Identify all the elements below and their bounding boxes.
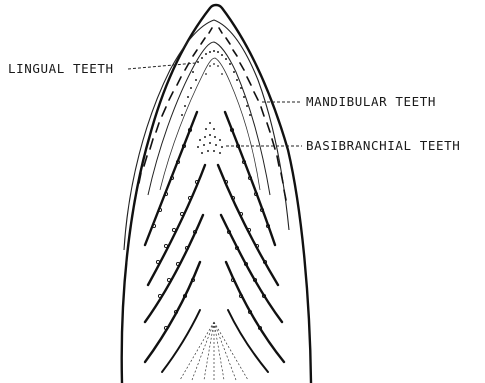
mandibular-teeth [135, 28, 286, 200]
basibranchial-teeth [197, 122, 223, 154]
gill-arch-2-left [148, 165, 205, 285]
gill-raker-dots [152, 128, 269, 329]
label-mandibular-teeth: MANDIBULAR TEETH [306, 94, 436, 109]
label-lingual-teeth: LINGUAL TEETH [8, 61, 114, 76]
gill-arch-5-left [162, 310, 200, 372]
gill-arch-5-right [228, 310, 268, 372]
label-basibranchial-teeth: BASIBRANCHIAL TEETH [306, 138, 460, 153]
